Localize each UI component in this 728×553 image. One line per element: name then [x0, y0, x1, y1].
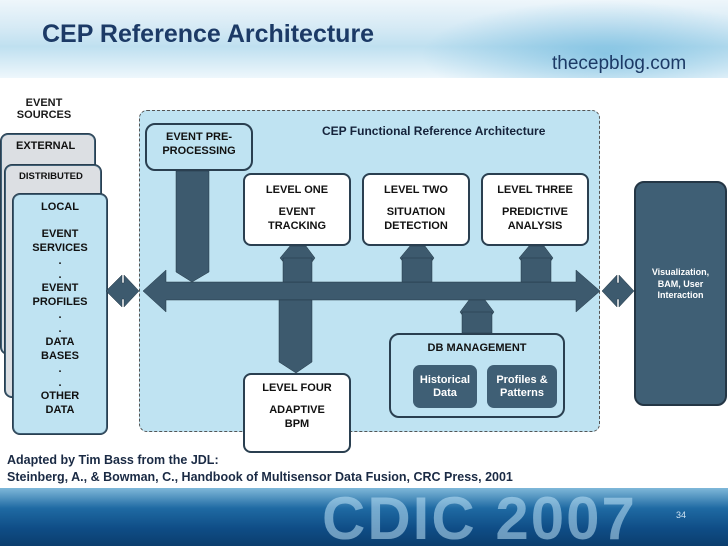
preprocessing-connector — [175, 170, 210, 283]
level-line2: TRACKING — [267, 220, 327, 232]
local-source-list: LOCAL EVENT SERVICES . . EVENT PROFILES … — [14, 201, 106, 417]
local-line: PROFILES — [32, 295, 88, 308]
slide-title: CEP Reference Architecture — [42, 20, 375, 48]
header-glow — [420, 0, 728, 78]
level-line1: ADAPTIVE — [269, 404, 325, 416]
level-title: LEVEL THREE — [497, 184, 573, 196]
visualization-box: Visualization, BAM, User Interaction — [634, 181, 727, 406]
level-title: LEVEL TWO — [384, 184, 448, 196]
local-line: DATA — [45, 336, 75, 348]
local-line: . — [58, 309, 62, 321]
page-number: 34 — [676, 510, 687, 520]
level-line2: DETECTION — [384, 220, 448, 232]
local-line: OTHER — [40, 390, 80, 402]
level-three-box: LEVEL THREE PREDICTIVE ANALYSIS — [481, 173, 589, 246]
local-line: SERVICES — [32, 241, 88, 254]
local-line: . — [58, 363, 62, 375]
external-source-label: EXTERNAL — [16, 140, 76, 152]
db-link — [461, 311, 493, 334]
db-title: DB MANAGEMENT — [427, 342, 527, 354]
viz-bus-arrow — [601, 274, 635, 308]
level-title: LEVEL ONE — [265, 184, 329, 196]
citation-line2: Steinberg, A., & Bowman, C., Handbook of… — [7, 470, 513, 484]
level-three-link — [520, 257, 552, 283]
local-line: . — [58, 255, 62, 267]
level-title: LEVEL FOUR — [262, 382, 332, 394]
level-line1: SITUATION — [386, 206, 446, 218]
historical-data-node: Historical Data — [413, 365, 477, 408]
level-four-box: LEVEL FOUR ADAPTIVE BPM — [243, 373, 351, 453]
footer-band — [0, 488, 728, 546]
preprocessing-box: EVENT PRE- PROCESSING — [145, 123, 253, 171]
citation-line1: Adapted by Tim Bass from the JDL: — [7, 453, 219, 467]
header-band — [0, 0, 728, 78]
local-line: BASES — [41, 349, 79, 362]
level-four-connector — [278, 299, 313, 374]
level-line2: BPM — [284, 418, 310, 430]
level-one-link — [282, 257, 313, 283]
preprocessing-line1: EVENT PRE- — [165, 131, 232, 143]
local-line: LOCAL — [41, 201, 79, 213]
local-line: . — [58, 268, 62, 281]
event-bus-arrow — [142, 269, 601, 313]
level-two-box: LEVEL TWO SITUATION DETECTION — [362, 173, 470, 246]
distributed-source-label: DISTRIBUTED — [19, 171, 83, 182]
local-line: . — [58, 322, 62, 335]
profiles-patterns-node: Profiles & Patterns — [487, 365, 557, 408]
citation: Adapted by Tim Bass from the JDL: Steinb… — [7, 452, 513, 486]
event-sources-title: EVENT SOURCES — [16, 97, 72, 121]
sources-bus-arrow — [105, 274, 140, 308]
level-line1: PREDICTIVE — [501, 206, 568, 218]
level-two-link — [401, 257, 433, 283]
local-line: EVENT — [41, 282, 79, 294]
local-line: DATA — [45, 403, 75, 416]
local-line: . — [58, 376, 62, 389]
local-line: EVENT — [41, 228, 79, 240]
site-url: thecepblog.com — [552, 53, 687, 74]
level-one-box: LEVEL ONE EVENT TRACKING — [243, 173, 351, 246]
footer-banner-text: CDIC 2007 — [322, 485, 637, 552]
level-line2: ANALYSIS — [507, 220, 563, 232]
functional-area-label: CEP Functional Reference Architecture — [322, 124, 546, 138]
local-source-panel — [14, 195, 106, 433]
level-line1: EVENT — [278, 206, 316, 218]
preprocessing-line2: PROCESSING — [162, 145, 236, 157]
